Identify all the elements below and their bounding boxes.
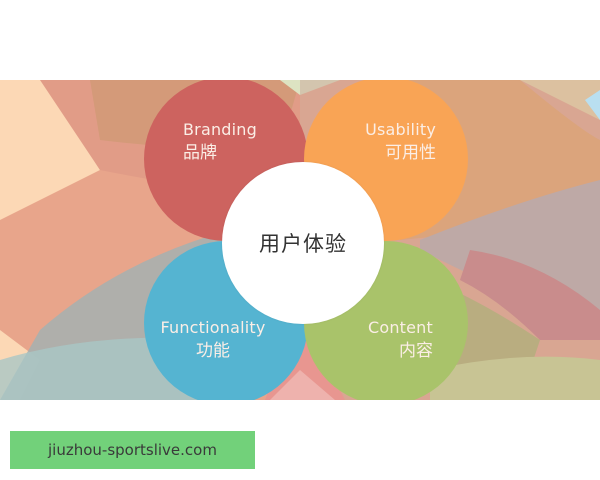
- usability-label-zh: 可用性: [385, 143, 436, 164]
- watermark-badge: jiuzhou-sportslive.com: [10, 431, 255, 469]
- functionality-label-en: Functionality: [160, 318, 266, 337]
- ux-diagram-banner: Branding 品牌 Usability 可用性 Functionality …: [0, 80, 600, 400]
- watermark-text: jiuzhou-sportslive.com: [48, 441, 217, 459]
- branding-label: Branding 品牌: [183, 120, 257, 164]
- content-label-zh: 内容: [399, 341, 433, 362]
- functionality-label-zh: 功能: [196, 341, 230, 362]
- content-label: Content 内容: [368, 318, 433, 362]
- functionality-label: Functionality 功能: [160, 318, 266, 362]
- branding-label-en: Branding: [183, 120, 257, 139]
- center-title: 用户体验: [259, 232, 347, 256]
- content-label-en: Content: [367, 318, 433, 337]
- center-circle: 用户体验: [222, 162, 384, 324]
- branding-label-zh: 品牌: [183, 143, 217, 164]
- usability-label-en: Usability: [365, 120, 436, 139]
- usability-label: Usability 可用性: [365, 120, 436, 164]
